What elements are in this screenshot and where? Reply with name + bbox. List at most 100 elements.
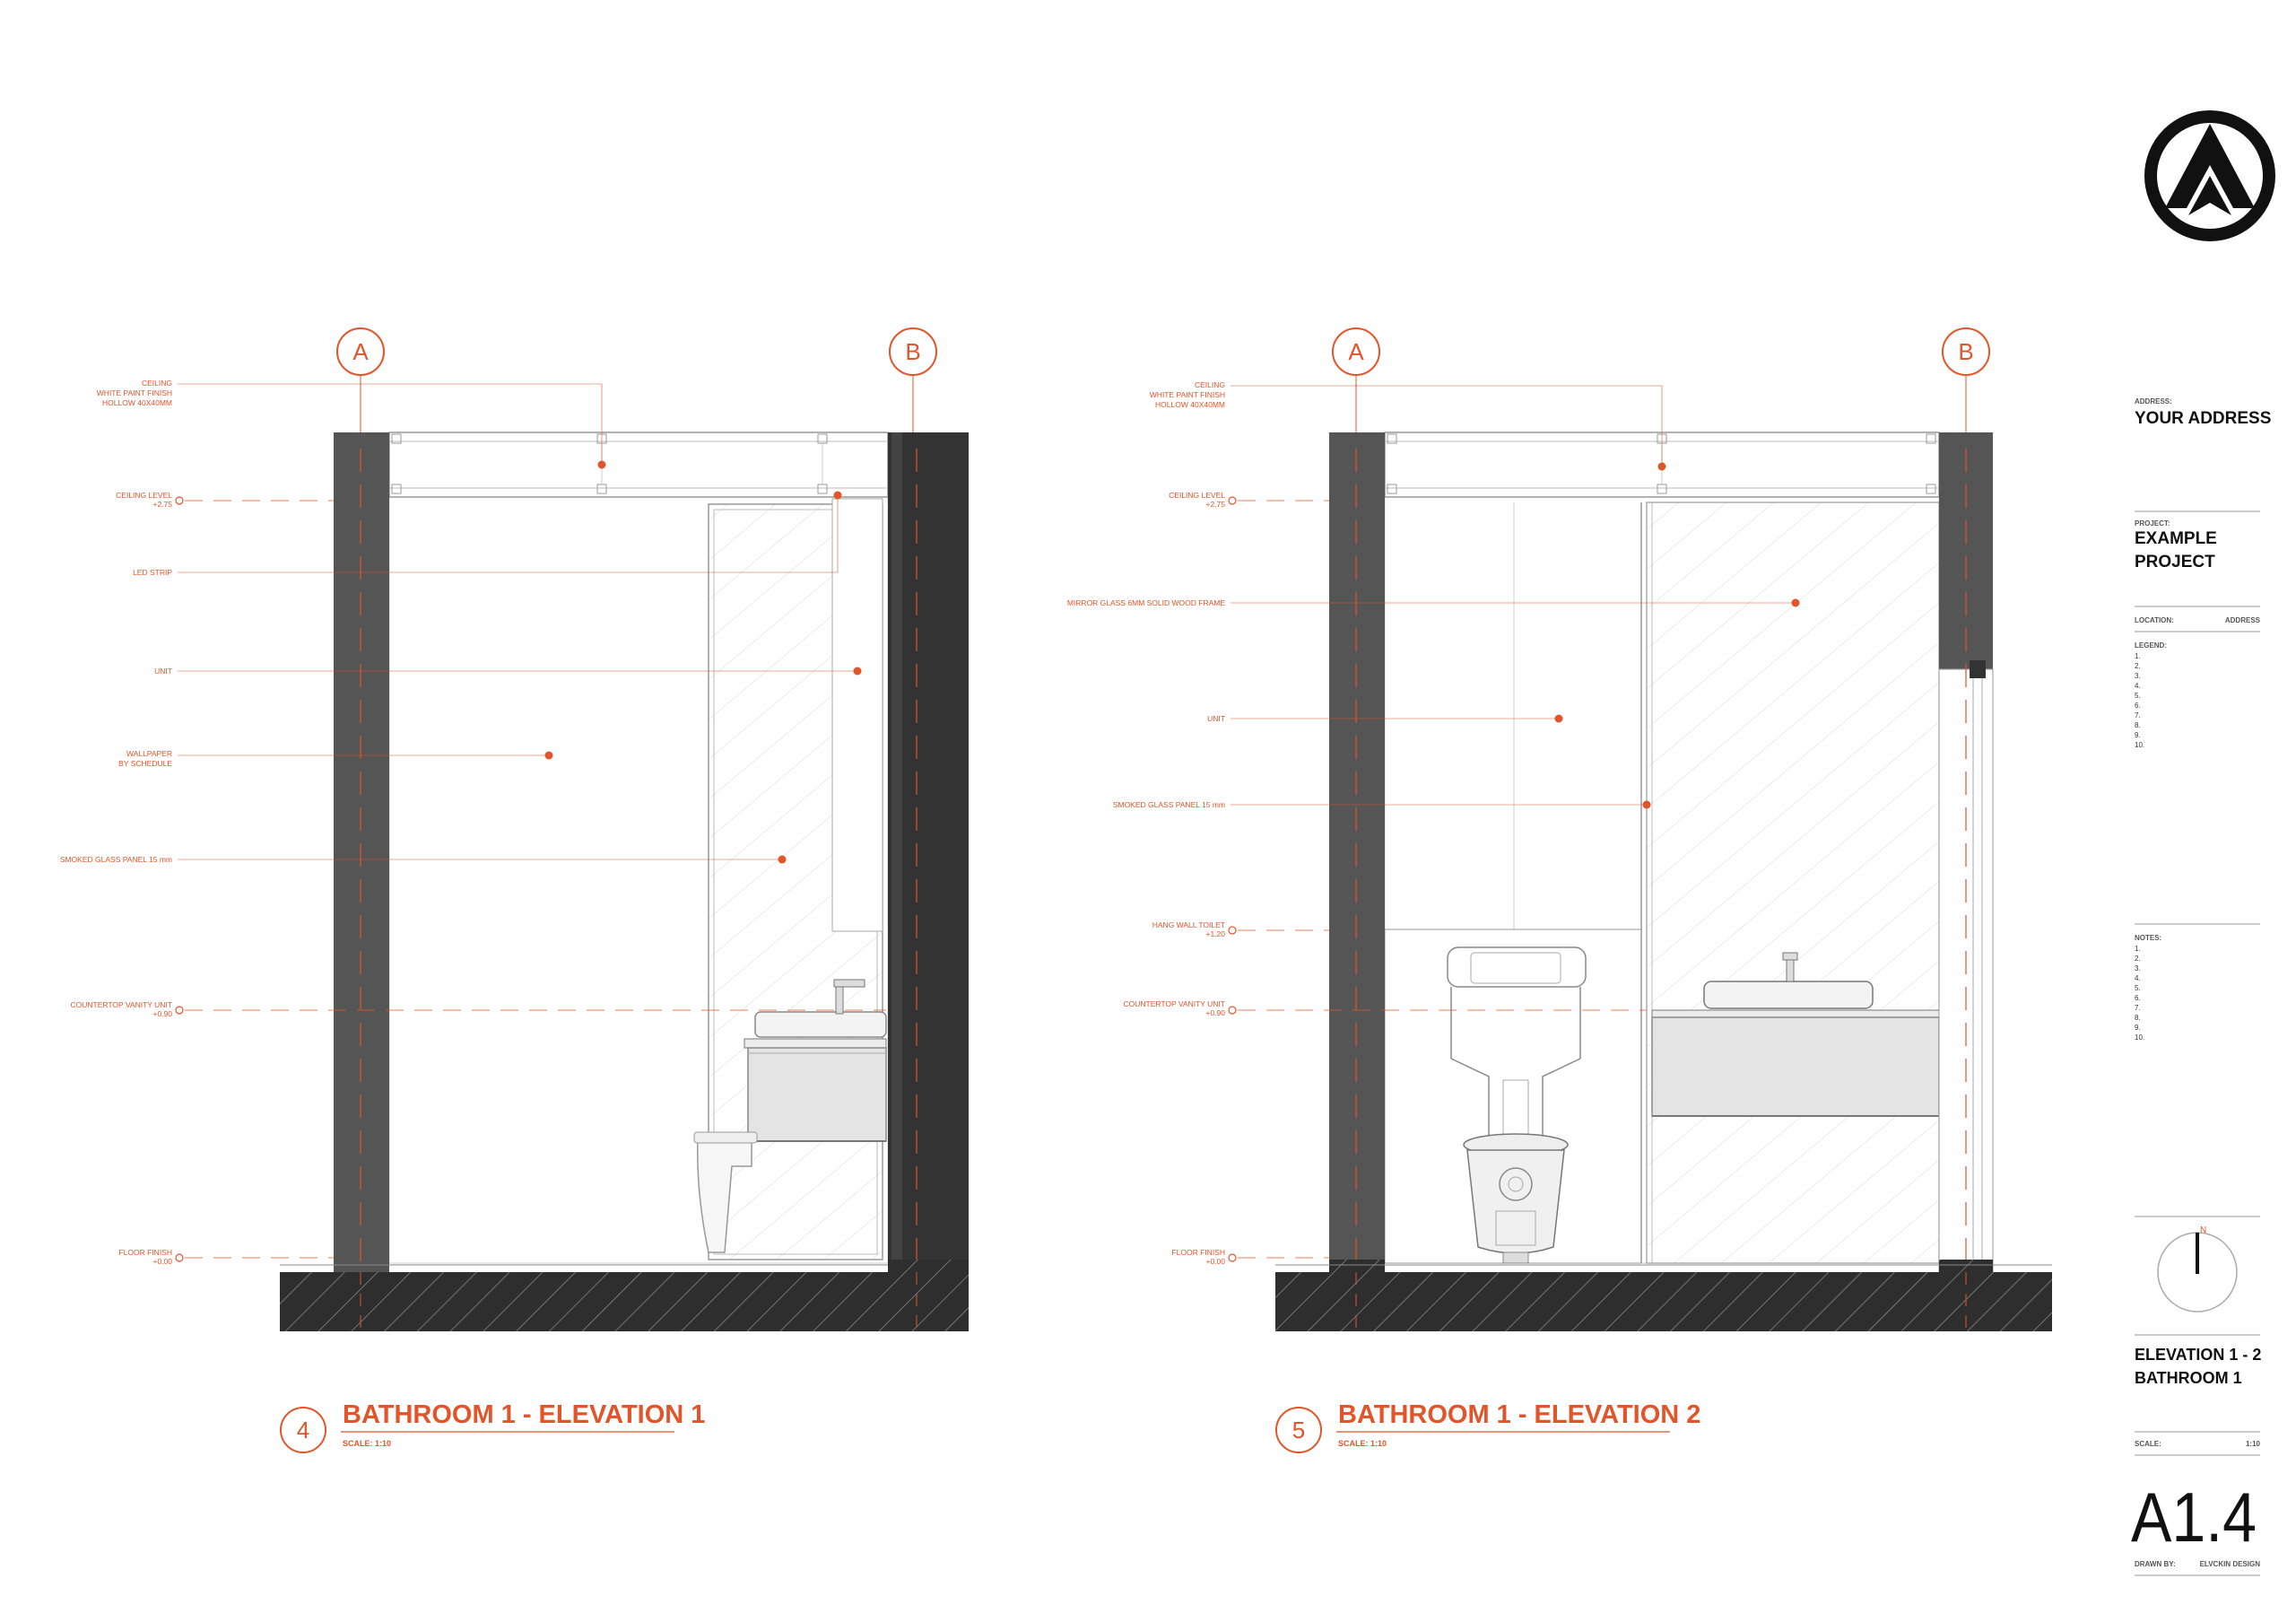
wall-hung-toilet: [1447, 946, 1587, 1264]
grid-bubble-a: A: [336, 327, 385, 432]
note-item: 2.: [2135, 955, 2141, 963]
toilet-profile: [693, 1131, 758, 1253]
drawn-by-value: ELVCKIN DESIGN: [2200, 1560, 2261, 1568]
label-countertop-2: COUNTERTOP VANITY UNIT: [1123, 999, 1225, 1008]
label-smoked-glass: SMOKED GLASS PANEL 15 mm: [60, 855, 172, 864]
project-label: PROJECT:: [2135, 519, 2170, 528]
address-value: YOUR ADDRESS: [2135, 409, 2271, 428]
label-ceiling-finish: WHITE PAINT FINISH: [97, 388, 172, 397]
elevation-1: A B: [60, 327, 969, 1453]
legend-item: 8.: [2135, 721, 2141, 729]
label-ceiling-level-2: CEILING LEVEL: [1169, 491, 1225, 500]
note-item: 10.: [2135, 1033, 2144, 1042]
address-label: ADDRESS:: [2135, 397, 2172, 406]
project-line-2: PROJECT: [2135, 553, 2215, 571]
grid-bubble-a-2: A: [1332, 327, 1380, 432]
notes-label: NOTES:: [2135, 934, 2161, 942]
note-item: 9.: [2135, 1024, 2141, 1032]
label-toilet-value: +1.20: [1205, 929, 1225, 938]
note-item: 4.: [2135, 974, 2141, 982]
mirror-panel: [1640, 501, 1940, 1264]
elevation-2: A B: [1067, 327, 2052, 1453]
label-toilet: HANG WALL TOILET: [1152, 920, 1225, 929]
label-ceiling-2: CEILING: [1195, 380, 1225, 389]
label-ceiling-level-value: +2.75: [152, 500, 172, 509]
elevation-2-number: 5: [1292, 1417, 1305, 1443]
label-smoked-glass-2: SMOKED GLASS PANEL 15 mm: [1113, 800, 1225, 809]
annotations-elevation-2: CEILING WHITE PAINT FINISH HOLLOW 40X40M…: [1067, 380, 1800, 1266]
legend-item: 6.: [2135, 702, 2141, 710]
legend-item: 7.: [2135, 711, 2141, 719]
floor-slab: [280, 1272, 969, 1331]
annotations-elevation-1: CEILING WHITE PAINT FINISH HOLLOW 40X40M…: [60, 379, 886, 1266]
legend-label: LEGEND:: [2135, 641, 2167, 650]
note-item: 8.: [2135, 1014, 2141, 1022]
label-mirror: MIRROR GLASS 6MM SOLID WOOD FRAME: [1067, 598, 1225, 607]
label-countertop: COUNTERTOP VANITY UNIT: [70, 1000, 172, 1009]
legend-item: 10.: [2135, 741, 2144, 749]
elevation-2-scale: SCALE: 1:10: [1338, 1439, 1387, 1448]
note-item: 3.: [2135, 964, 2141, 972]
legend-item: 2.: [2135, 662, 2141, 670]
label-ceiling-level: CEILING LEVEL: [116, 491, 172, 500]
drawing-title-1: ELEVATION 1 - 2: [2135, 1346, 2261, 1364]
label-wallpaper-schedule: BY SCHEDULE: [118, 759, 172, 768]
elevation-1-heading: BATHROOM 1 - ELEVATION 1: [343, 1400, 705, 1429]
vanity-unit: [744, 979, 887, 1142]
legend-item: 4.: [2135, 682, 2141, 690]
company-logo: [2144, 110, 2275, 241]
legend-list: 1. 2. 3. 4. 5. 6. 7. 8. 9. 10.: [2135, 652, 2144, 749]
label-ceiling-hollow: HOLLOW 40X40MM: [102, 398, 172, 407]
floor-slab-2: [1275, 1272, 2052, 1331]
north-arrow-icon: N: [2157, 1225, 2238, 1312]
legend-item: 5.: [2135, 692, 2141, 700]
label-unit: UNIT: [154, 667, 172, 676]
north-label: N: [2200, 1225, 2206, 1235]
drawing-title-2: BATHROOM 1: [2135, 1369, 2242, 1387]
grid-bubble-b-2: B: [1942, 327, 1990, 432]
tall-unit: [831, 498, 883, 932]
label-wallpaper: WALLPAPER: [126, 749, 172, 758]
grid-label-a: A: [352, 338, 369, 365]
grid-label-b: B: [905, 338, 920, 365]
elevation-1-title: 4 BATHROOM 1 - ELEVATION 1 SCALE: 1:10: [280, 1400, 705, 1453]
label-countertop-value-2: +0.90: [1205, 1008, 1225, 1017]
drawn-by-label: DRAWN BY:: [2135, 1560, 2176, 1568]
label-ceiling: CEILING: [142, 379, 172, 388]
project-line-1: EXAMPLE: [2135, 529, 2217, 548]
label-countertop-value: +0.90: [152, 1009, 172, 1018]
scale-value: 1:10: [2246, 1440, 2261, 1448]
elevation-1-number: 4: [297, 1417, 309, 1443]
label-ceiling-hollow-2: HOLLOW 40X40MM: [1155, 400, 1225, 409]
note-item: 6.: [2135, 994, 2141, 1002]
note-item: 5.: [2135, 984, 2141, 992]
location-value: ADDRESS: [2225, 616, 2261, 624]
label-floor-finish-2: FLOOR FINISH: [1171, 1248, 1225, 1257]
label-ceiling-level-value-2: +2.75: [1205, 500, 1225, 509]
wall-left-2: [1329, 432, 1385, 1272]
title-block: ADDRESS: YOUR ADDRESS PROJECT: EXAMPLE P…: [2131, 110, 2275, 1576]
sheet-number: A1.4: [2131, 1478, 2257, 1557]
label-ceiling-finish-2: WHITE PAINT FINISH: [1150, 390, 1225, 399]
wall-left: [334, 432, 389, 1272]
legend-item: 3.: [2135, 672, 2141, 680]
legend-item: 1.: [2135, 652, 2141, 660]
legend-item: 9.: [2135, 731, 2141, 739]
elevation-2-heading: BATHROOM 1 - ELEVATION 2: [1338, 1400, 1700, 1429]
scale-label: SCALE:: [2135, 1440, 2161, 1448]
elevation-2-title: 5 BATHROOM 1 - ELEVATION 2 SCALE: 1:10: [1275, 1400, 1700, 1453]
elevation-1-scale: SCALE: 1:10: [343, 1439, 391, 1448]
notes-list: 1. 2. 3. 4. 5. 6. 7. 8. 9. 10.: [2135, 945, 2144, 1042]
label-led-strip: LED STRIP: [133, 568, 172, 577]
label-unit-2: UNIT: [1207, 714, 1225, 723]
grid-bubble-b: B: [889, 327, 937, 432]
label-floor-finish-value: +0.00: [152, 1257, 172, 1266]
grid-label-b-2: B: [1958, 338, 1973, 365]
grid-label-a-2: A: [1348, 338, 1364, 365]
label-floor-finish-value-2: +0.00: [1205, 1257, 1225, 1266]
label-floor-finish: FLOOR FINISH: [118, 1248, 172, 1257]
note-item: 7.: [2135, 1004, 2141, 1012]
note-item: 1.: [2135, 945, 2141, 953]
location-label: LOCATION:: [2135, 616, 2174, 624]
